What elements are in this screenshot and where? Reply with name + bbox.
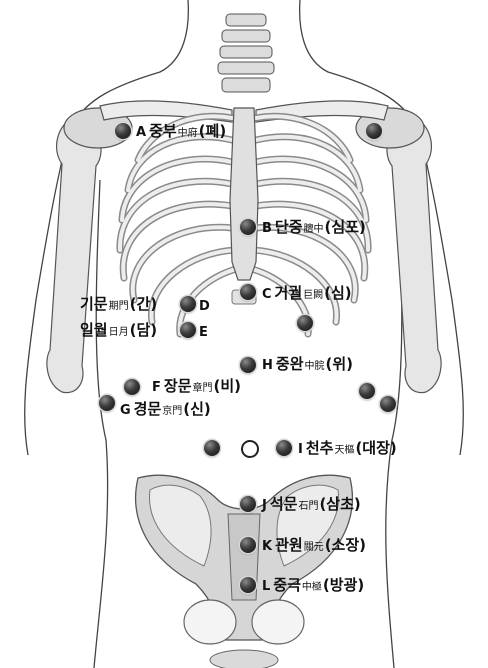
label-f-letter: F: [152, 380, 161, 395]
label-i-letter: I: [298, 442, 303, 457]
acupoint-k-marker[interactable]: [240, 537, 256, 553]
label-k-organ: (소장): [325, 536, 366, 554]
label-k-letter: K: [262, 539, 272, 554]
label-b-letter: B: [262, 221, 272, 236]
acupoint-b-marker[interactable]: [240, 219, 256, 235]
label-j-korean: 석문: [270, 495, 298, 513]
label-j-letter: J: [262, 498, 267, 513]
label-k-hanja: 關元: [304, 542, 324, 553]
acupoint-h-marker[interactable]: [240, 357, 256, 373]
label-j-hanja: 石門: [298, 501, 318, 512]
acupoint-d-marker[interactable]: [180, 296, 196, 312]
label-c-hanja: 巨闕: [303, 290, 323, 301]
label-l-hanja: 中極: [302, 582, 322, 593]
label-b-organ: (심포): [325, 218, 366, 236]
label-h-letter: H: [262, 358, 273, 373]
label-h-hanja: 中脘: [305, 361, 325, 372]
acupoint-j-marker[interactable]: [240, 496, 256, 512]
label-l-korean: 중극: [273, 576, 301, 594]
label-f-hanja: 章門: [193, 383, 213, 394]
label-a-organ: (폐): [199, 122, 227, 140]
label-c-korean: 거궐: [275, 284, 303, 302]
label-h-korean: 중완: [276, 355, 304, 373]
label-d-organ: (간): [130, 295, 158, 313]
label-a-korean: 중부: [149, 122, 177, 140]
label-e-korean: 일월: [80, 321, 108, 339]
label-d-hanja: 期門: [109, 301, 129, 312]
label-g-hanja: 京門: [162, 406, 182, 417]
label-i-korean: 천추: [306, 439, 334, 457]
label-c-organ: (심): [324, 284, 352, 302]
label-e-letter: E: [199, 325, 208, 340]
acupoint-f-marker[interactable]: [124, 379, 140, 395]
sternum: [230, 108, 258, 280]
label-i-organ: (대장): [355, 439, 396, 457]
label-k-korean: 관원: [275, 536, 303, 554]
acupoint-c-marker[interactable]: [240, 284, 256, 300]
acupoint-l-marker[interactable]: [240, 577, 256, 593]
acupoint-g-right-marker[interactable]: [380, 396, 396, 412]
label-a-letter: A: [136, 125, 146, 140]
acupoint-i-marker[interactable]: [276, 440, 292, 456]
label-b-hanja: 膻中: [304, 224, 324, 235]
label-h-organ: (위): [326, 355, 354, 373]
label-d-korean: 기문: [80, 295, 108, 313]
label-j-organ: (삼초): [319, 495, 360, 513]
label-g-letter: G: [120, 403, 131, 418]
acupoint-e-marker[interactable]: [180, 322, 196, 338]
label-f-korean: 장문: [164, 377, 192, 395]
label-d: 기문期門(간): [80, 295, 157, 316]
label-i-hanja: 天樞: [334, 445, 354, 456]
label-e: 일월日月(담): [80, 321, 157, 342]
label-d-letter-box: D: [199, 296, 213, 316]
acupoint-a-marker[interactable]: [115, 123, 131, 139]
navel-marker: [241, 440, 259, 458]
label-e-letter-box: E: [199, 322, 211, 342]
label-b-korean: 단중: [275, 218, 303, 236]
acupoint-d-right-marker[interactable]: [297, 315, 313, 331]
acupoint-i-left-marker[interactable]: [204, 440, 220, 456]
label-l-organ: (방광): [323, 576, 364, 594]
cervical-spine: [218, 14, 274, 92]
label-a-hanja: 中府: [178, 128, 198, 139]
label-g-organ: (신): [183, 400, 211, 418]
label-d-letter: D: [199, 299, 210, 314]
acupoint-f-right-marker[interactable]: [359, 383, 375, 399]
label-f-organ: (비): [214, 377, 242, 395]
label-e-organ: (담): [130, 321, 158, 339]
acupoint-g-marker[interactable]: [99, 395, 115, 411]
label-e-hanja: 日月: [109, 327, 129, 338]
label-c-letter: C: [262, 287, 272, 302]
label-l-letter: L: [262, 579, 270, 594]
acupoint-a-right-marker[interactable]: [366, 123, 382, 139]
label-g-korean: 경문: [134, 400, 162, 418]
